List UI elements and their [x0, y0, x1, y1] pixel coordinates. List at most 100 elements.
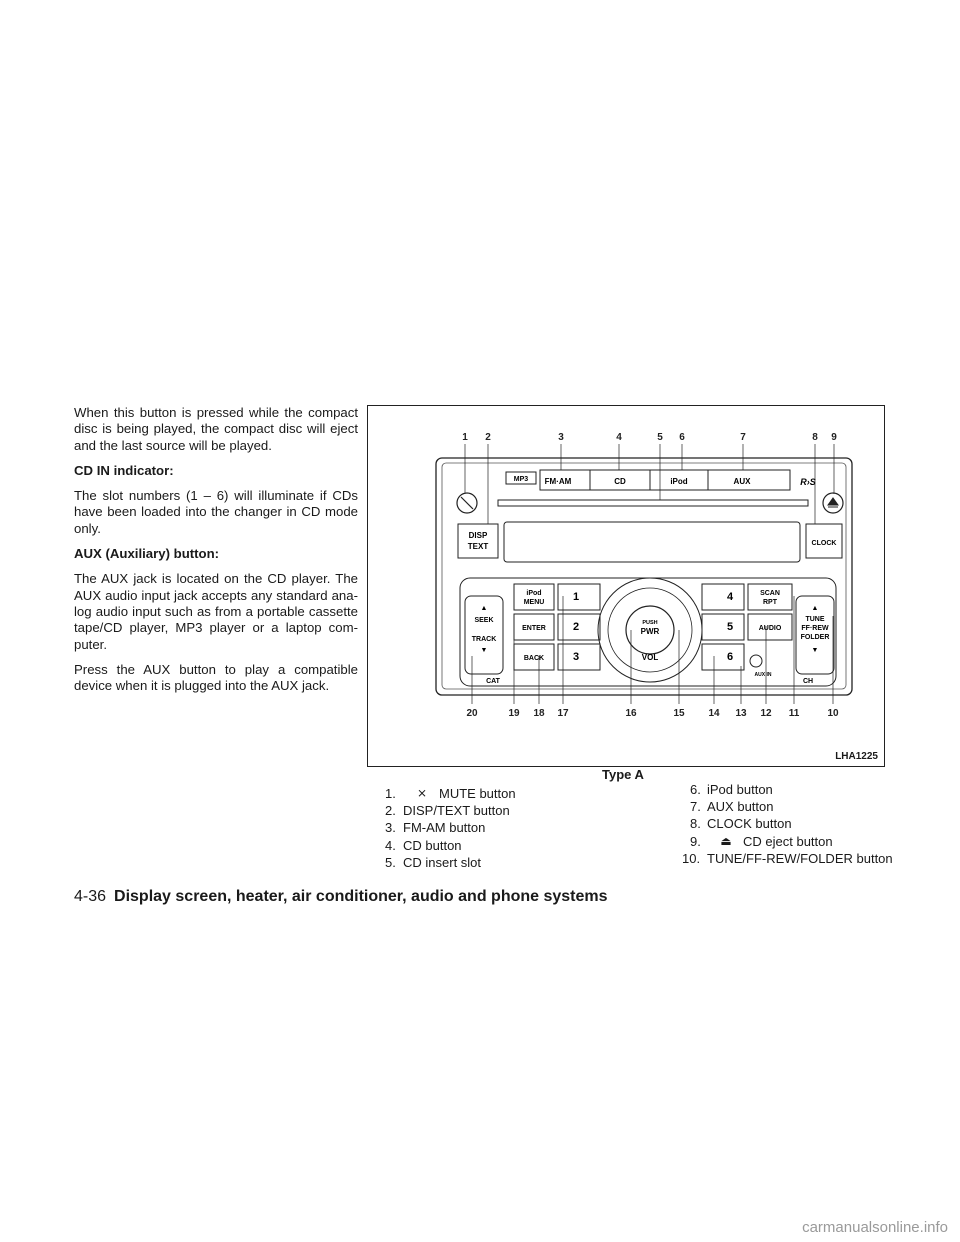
callout-2: 2 [485, 432, 491, 443]
mute-icon [460, 496, 474, 510]
ch-label: CH [803, 678, 813, 685]
heading-cd-in-indicator: CD IN indicator: [74, 462, 174, 478]
section-title: Display screen, heater, air conditioner,… [114, 888, 608, 905]
legend-list-right: 6. iPod button 7. AUX button 8. CLOCK bu… [682, 781, 893, 867]
watermark: carmanualsonline.info [802, 1219, 948, 1236]
mute-button[interactable] [456, 492, 478, 514]
list-item: 2. DISP/TEXT button [385, 802, 516, 819]
list-text: AUX button [707, 799, 774, 815]
eject-button[interactable] [822, 492, 844, 514]
callout-20: 20 [466, 708, 478, 719]
eject-icon: ⏏ [720, 833, 732, 848]
preset-6-label: 6 [727, 651, 733, 663]
bottom-callout-numbers: 20 19 18 17 16 15 14 13 12 11 10 [466, 708, 839, 719]
callout-7: 7 [740, 432, 746, 443]
volume-dial-outer[interactable] [597, 577, 703, 683]
mp3-badge [505, 471, 537, 485]
seek-up-icon: ▲ [481, 605, 488, 612]
list-number: 8. [690, 816, 701, 832]
list-item: 7. AUX button [682, 798, 893, 815]
list-text: CD button [403, 837, 462, 853]
aux-in-jack[interactable] [749, 654, 763, 668]
preset-3-label: 3 [573, 651, 579, 663]
preset-5-label: 5 [727, 621, 733, 633]
audio-unit-figure: 1 2 3 4 5 6 7 8 9 MP3 FM·AM CD iPod AUX … [367, 405, 885, 767]
list-item: 1. ⨯ MUTE button [385, 785, 516, 802]
tune-down-icon: ▼ [812, 647, 819, 654]
cd-button[interactable]: CD [614, 477, 626, 486]
source-button-strip [539, 469, 791, 491]
paragraph-aux-press: Press the AUX button to play a compatibl… [74, 661, 358, 694]
list-text: CD eject button [743, 833, 833, 849]
top-leader-lines [464, 444, 835, 524]
aux-button[interactable]: AUX [734, 477, 752, 486]
paragraph-aux-jack: The AUX jack is located on the CD player… [74, 571, 358, 652]
list-number: 5. [385, 854, 396, 870]
list-text: DISP/TEXT button [403, 803, 510, 819]
top-callout-numbers: 1 2 3 4 5 6 7 8 9 [462, 432, 837, 443]
list-number: 6. [690, 782, 701, 797]
preset-6-button[interactable] [701, 643, 745, 671]
callout-12: 12 [760, 708, 772, 719]
list-text: CD insert slot [403, 854, 482, 870]
list-text: iPod button [707, 782, 773, 797]
list-item: 6. iPod button [682, 781, 893, 798]
preset-1-button[interactable] [557, 583, 601, 611]
figure-code: LHA1225 [835, 751, 878, 762]
page-footer: 4-36 Display screen, heater, air conditio… [74, 888, 608, 906]
callout-17: 17 [557, 708, 569, 719]
list-item: 3. FM-AM button [385, 819, 516, 836]
list-number: 10. [682, 850, 701, 866]
scan-rpt-button[interactable] [747, 583, 793, 611]
legend-list-left: 1. ⨯ MUTE button 2. DISP/TEXT button 3. … [385, 785, 516, 871]
callout-9: 9 [831, 432, 837, 443]
callout-15: 15 [673, 708, 685, 719]
list-text: MUTE button [439, 786, 516, 801]
ffrew-label: FF·REW [801, 625, 829, 632]
scan-label: SCAN [760, 590, 780, 597]
list-text: FM-AM button [403, 820, 486, 836]
enter-label: ENTER [522, 625, 546, 632]
preset-2-button[interactable] [557, 613, 601, 641]
track-label: TRACK [472, 636, 497, 643]
callout-5: 5 [657, 432, 663, 443]
preset-4-button[interactable] [701, 583, 745, 611]
list-item: 4. CD button [385, 837, 516, 854]
vol-label: VOL [642, 653, 659, 662]
figure-caption: Type A [602, 767, 644, 782]
mp3-label: MP3 [514, 476, 529, 483]
callout-10: 10 [827, 708, 839, 719]
list-text: TUNE/FF-REW/FOLDER button [707, 850, 893, 866]
list-number: 9. [690, 833, 701, 849]
seek-track-rocker[interactable] [464, 595, 504, 675]
audio-button[interactable] [747, 613, 793, 641]
callout-3: 3 [558, 432, 564, 443]
preset-5-button[interactable] [701, 613, 745, 641]
callout-4: 4 [616, 432, 622, 443]
fm-am-button[interactable]: FM·AM [545, 477, 572, 486]
unit-outer-frame [435, 457, 853, 696]
body-text: When this button is pressed while the co… [74, 405, 358, 703]
page-number: 4-36 [74, 888, 107, 905]
clock-button[interactable] [805, 523, 843, 559]
list-number: 4. [385, 837, 396, 853]
disp-text-button[interactable] [457, 523, 499, 559]
unit-inner-frame [441, 462, 847, 690]
list-text: CLOCK button [707, 816, 792, 832]
callout-1: 1 [462, 432, 468, 443]
power-button[interactable] [625, 605, 675, 655]
paragraph-cd-in: The slot numbers (1 – 6) will illuminate… [74, 488, 358, 536]
audio-label: AUDIO [759, 625, 782, 632]
callout-8: 8 [812, 432, 818, 443]
ipod-menu-button[interactable] [513, 583, 555, 611]
callout-11: 11 [789, 708, 800, 719]
ipod-button[interactable]: iPod [670, 477, 687, 486]
tune-folder-rocker[interactable] [795, 595, 835, 675]
callout-14: 14 [708, 708, 720, 719]
seek-label: SEEK [474, 617, 493, 624]
list-number: 2. [385, 803, 396, 819]
list-number: 7. [690, 799, 701, 815]
seek-down-icon: ▼ [481, 647, 488, 654]
preset-3-button[interactable] [557, 643, 601, 671]
rds-logo: R›S [800, 477, 816, 487]
